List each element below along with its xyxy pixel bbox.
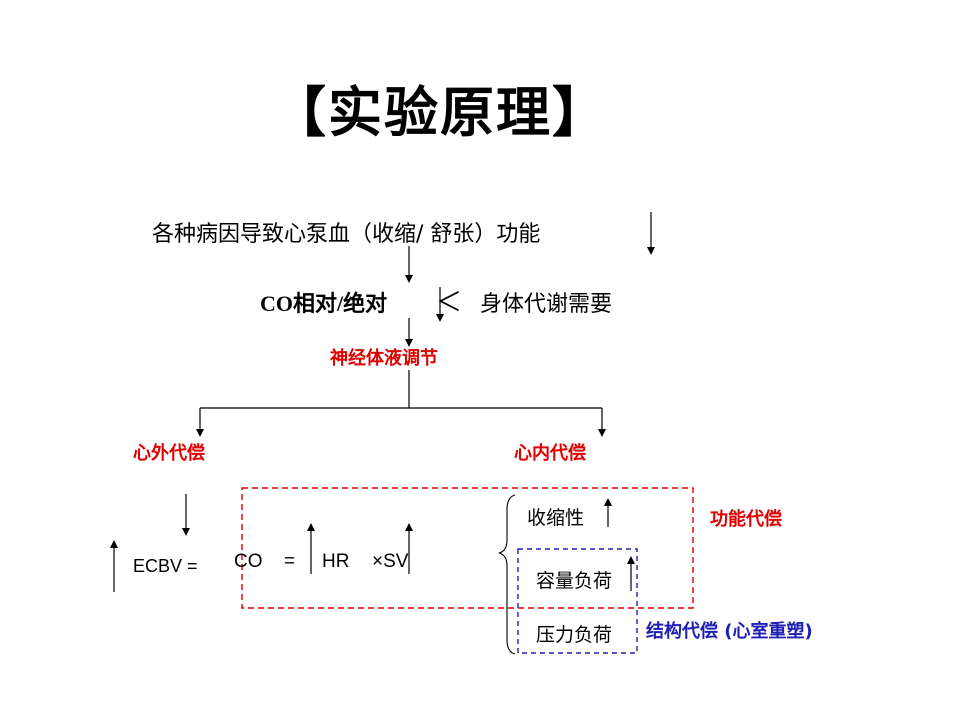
page-title: 【实验原理】 bbox=[272, 81, 608, 144]
structural-comp-label: 结构代偿 (心室重塑) bbox=[646, 621, 813, 642]
functional-comp-box bbox=[241, 487, 694, 609]
functional-comp-label: 功能代偿 bbox=[710, 509, 782, 530]
metabolism-text: 身体代谢需要 bbox=[480, 292, 613, 317]
formula-hr: HR bbox=[322, 551, 350, 572]
contractility-item: 收缩性 bbox=[527, 507, 585, 529]
structural-comp-box bbox=[517, 548, 638, 654]
formula-co: CO bbox=[234, 551, 263, 572]
intracardiac-brace bbox=[498, 494, 516, 655]
volume-load-item: 容量负荷 bbox=[536, 570, 613, 592]
formula-times-sv: ×SV bbox=[372, 551, 409, 572]
less-than-symbol: ＜ bbox=[436, 288, 463, 318]
intracardiac-label: 心内代偿 bbox=[514, 443, 586, 464]
cause-text: 各种病因导致心泵血（收缩/ 舒张）功能 bbox=[152, 222, 541, 247]
co-relative-text: CO相对/绝对 bbox=[260, 286, 387, 318]
formula-equals: = bbox=[284, 551, 296, 572]
pressure-load-item: 压力负荷 bbox=[536, 624, 613, 646]
co-relative-label: CO相对/绝对 bbox=[260, 291, 388, 316]
neurohumoral-label: 神经体液调节 bbox=[330, 348, 438, 369]
extracardiac-label: 心外代偿 bbox=[133, 443, 205, 464]
formula-ecbv: ECBV = bbox=[133, 556, 198, 576]
